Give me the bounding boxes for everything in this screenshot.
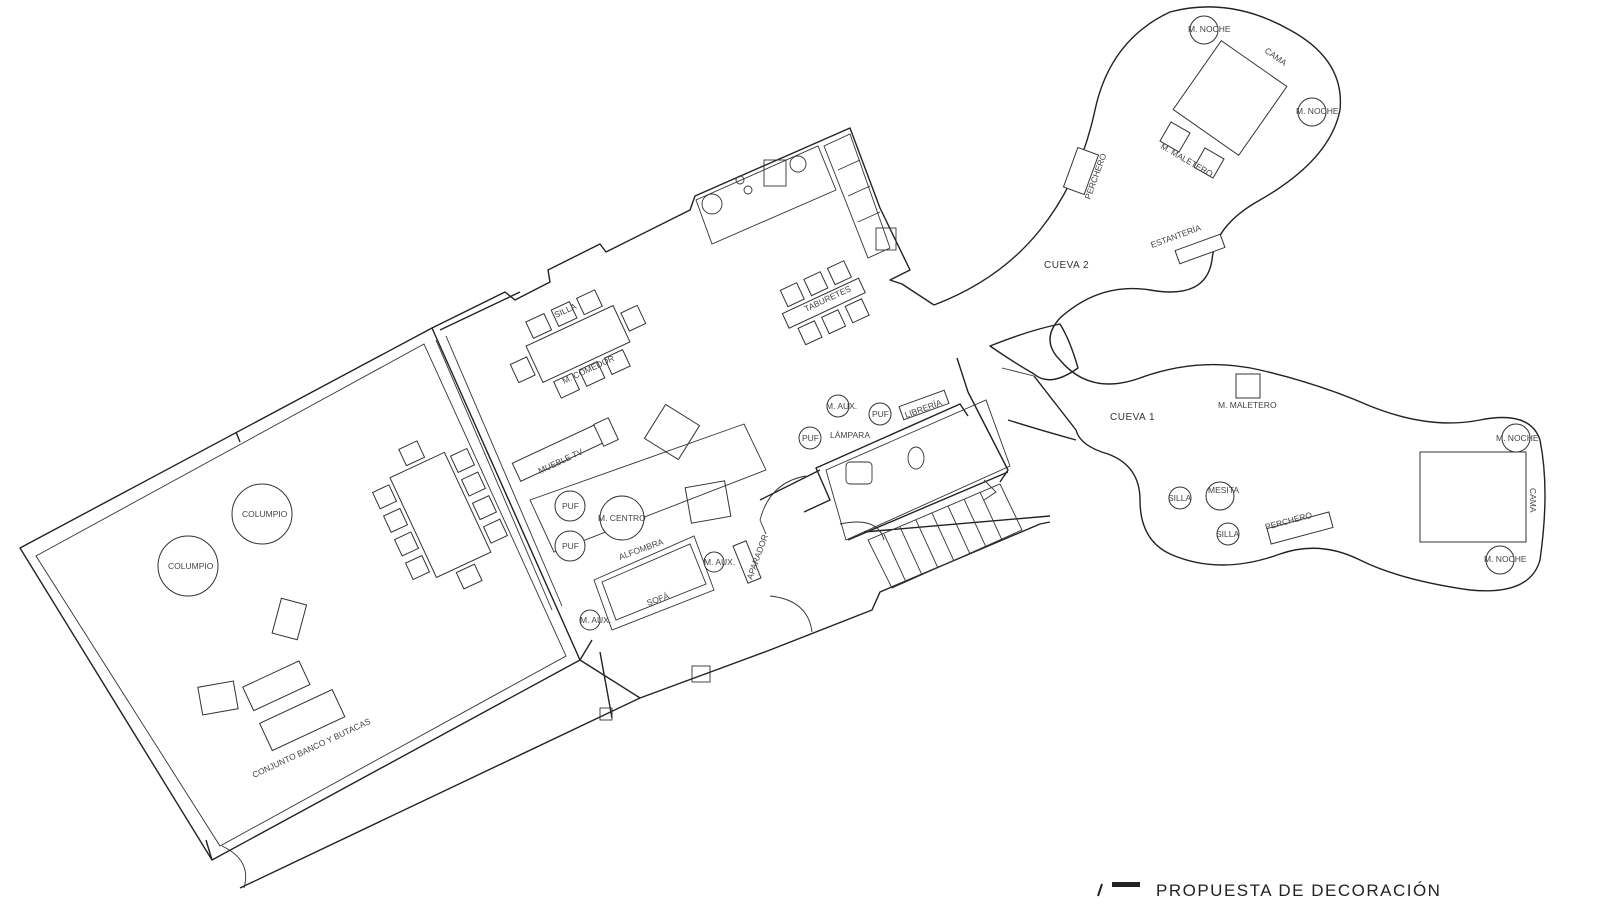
swing-2 (231, 483, 293, 545)
dining-set: SILLA M. COMEDOR (509, 289, 647, 399)
lamp-label: LÁMPARA (830, 430, 870, 440)
pouf-2-label: PUF (562, 541, 579, 551)
bench-set (242, 597, 346, 752)
coffee-table-label: M. CENTRO (598, 513, 646, 523)
terrace-furniture: COLUMPIO COLUMPIO CONJUNTO BANCO Y BUTAC… (157, 440, 509, 780)
kitchen-bar: TABURETES (779, 260, 870, 346)
side-table-label: M. AUX. (580, 615, 611, 625)
cueva-2-label: CUEVA 2 (1044, 260, 1089, 271)
swing-1 (157, 535, 219, 597)
bed-2-label: CAMA (1528, 488, 1538, 513)
cueva-2: CUEVA 2 M. NOCHE M. NOCHE CAMA M. MALETE… (933, 6, 1342, 381)
staircase (867, 479, 1023, 589)
hall-furniture: M. AUX. PUF PUF LÁMPARA LIBRERÍA (798, 389, 950, 485)
small-table-label: MESITA (1208, 485, 1239, 495)
cave-chair-2-label: SILLA (1216, 529, 1239, 539)
kitchen (695, 133, 897, 259)
drawing-title: PROPUESTA DE DECORACIÓN (1097, 881, 1441, 900)
cave-chair-1-label: SILLA (1168, 493, 1191, 503)
swing-1-label: COLUMPIO (168, 561, 214, 571)
nightstand-2-label: M. NOCHE (1296, 106, 1339, 116)
hall-side-table-label: M. AUX. (826, 401, 857, 411)
armchair-2 (684, 480, 732, 524)
hall-pouf-2-label: PUF (802, 433, 819, 443)
cueva-1: CUEVA 1 M. MALETERO M. NOCHE M. NOCHE CA… (1007, 359, 1546, 592)
outdoor-table-set (371, 440, 509, 590)
armchair-1 (643, 403, 701, 461)
bed-1-label: CAMA (1263, 45, 1289, 67)
pouf-1-label: PUF (562, 501, 579, 511)
house-walls (431, 127, 1051, 721)
cueva-1-label: CUEVA 1 (1110, 412, 1155, 423)
sofa-label: SOFÁ (645, 590, 670, 607)
plan-title: PROPUESTA DE DECORACIÓN (1156, 881, 1441, 900)
nightstand-4-label: M. NOCHE (1484, 554, 1527, 564)
terrace (19, 327, 641, 889)
nightstand-1-label: M. NOCHE (1188, 24, 1231, 34)
nightstand-3-label: M. NOCHE (1496, 433, 1539, 443)
luggage-rack-2-label: M. MALETERO (1218, 400, 1277, 410)
side-table-2-label: M. AUX. (704, 557, 735, 567)
hall-pouf-label: PUF (872, 409, 889, 419)
swing-2-label: COLUMPIO (242, 509, 288, 519)
